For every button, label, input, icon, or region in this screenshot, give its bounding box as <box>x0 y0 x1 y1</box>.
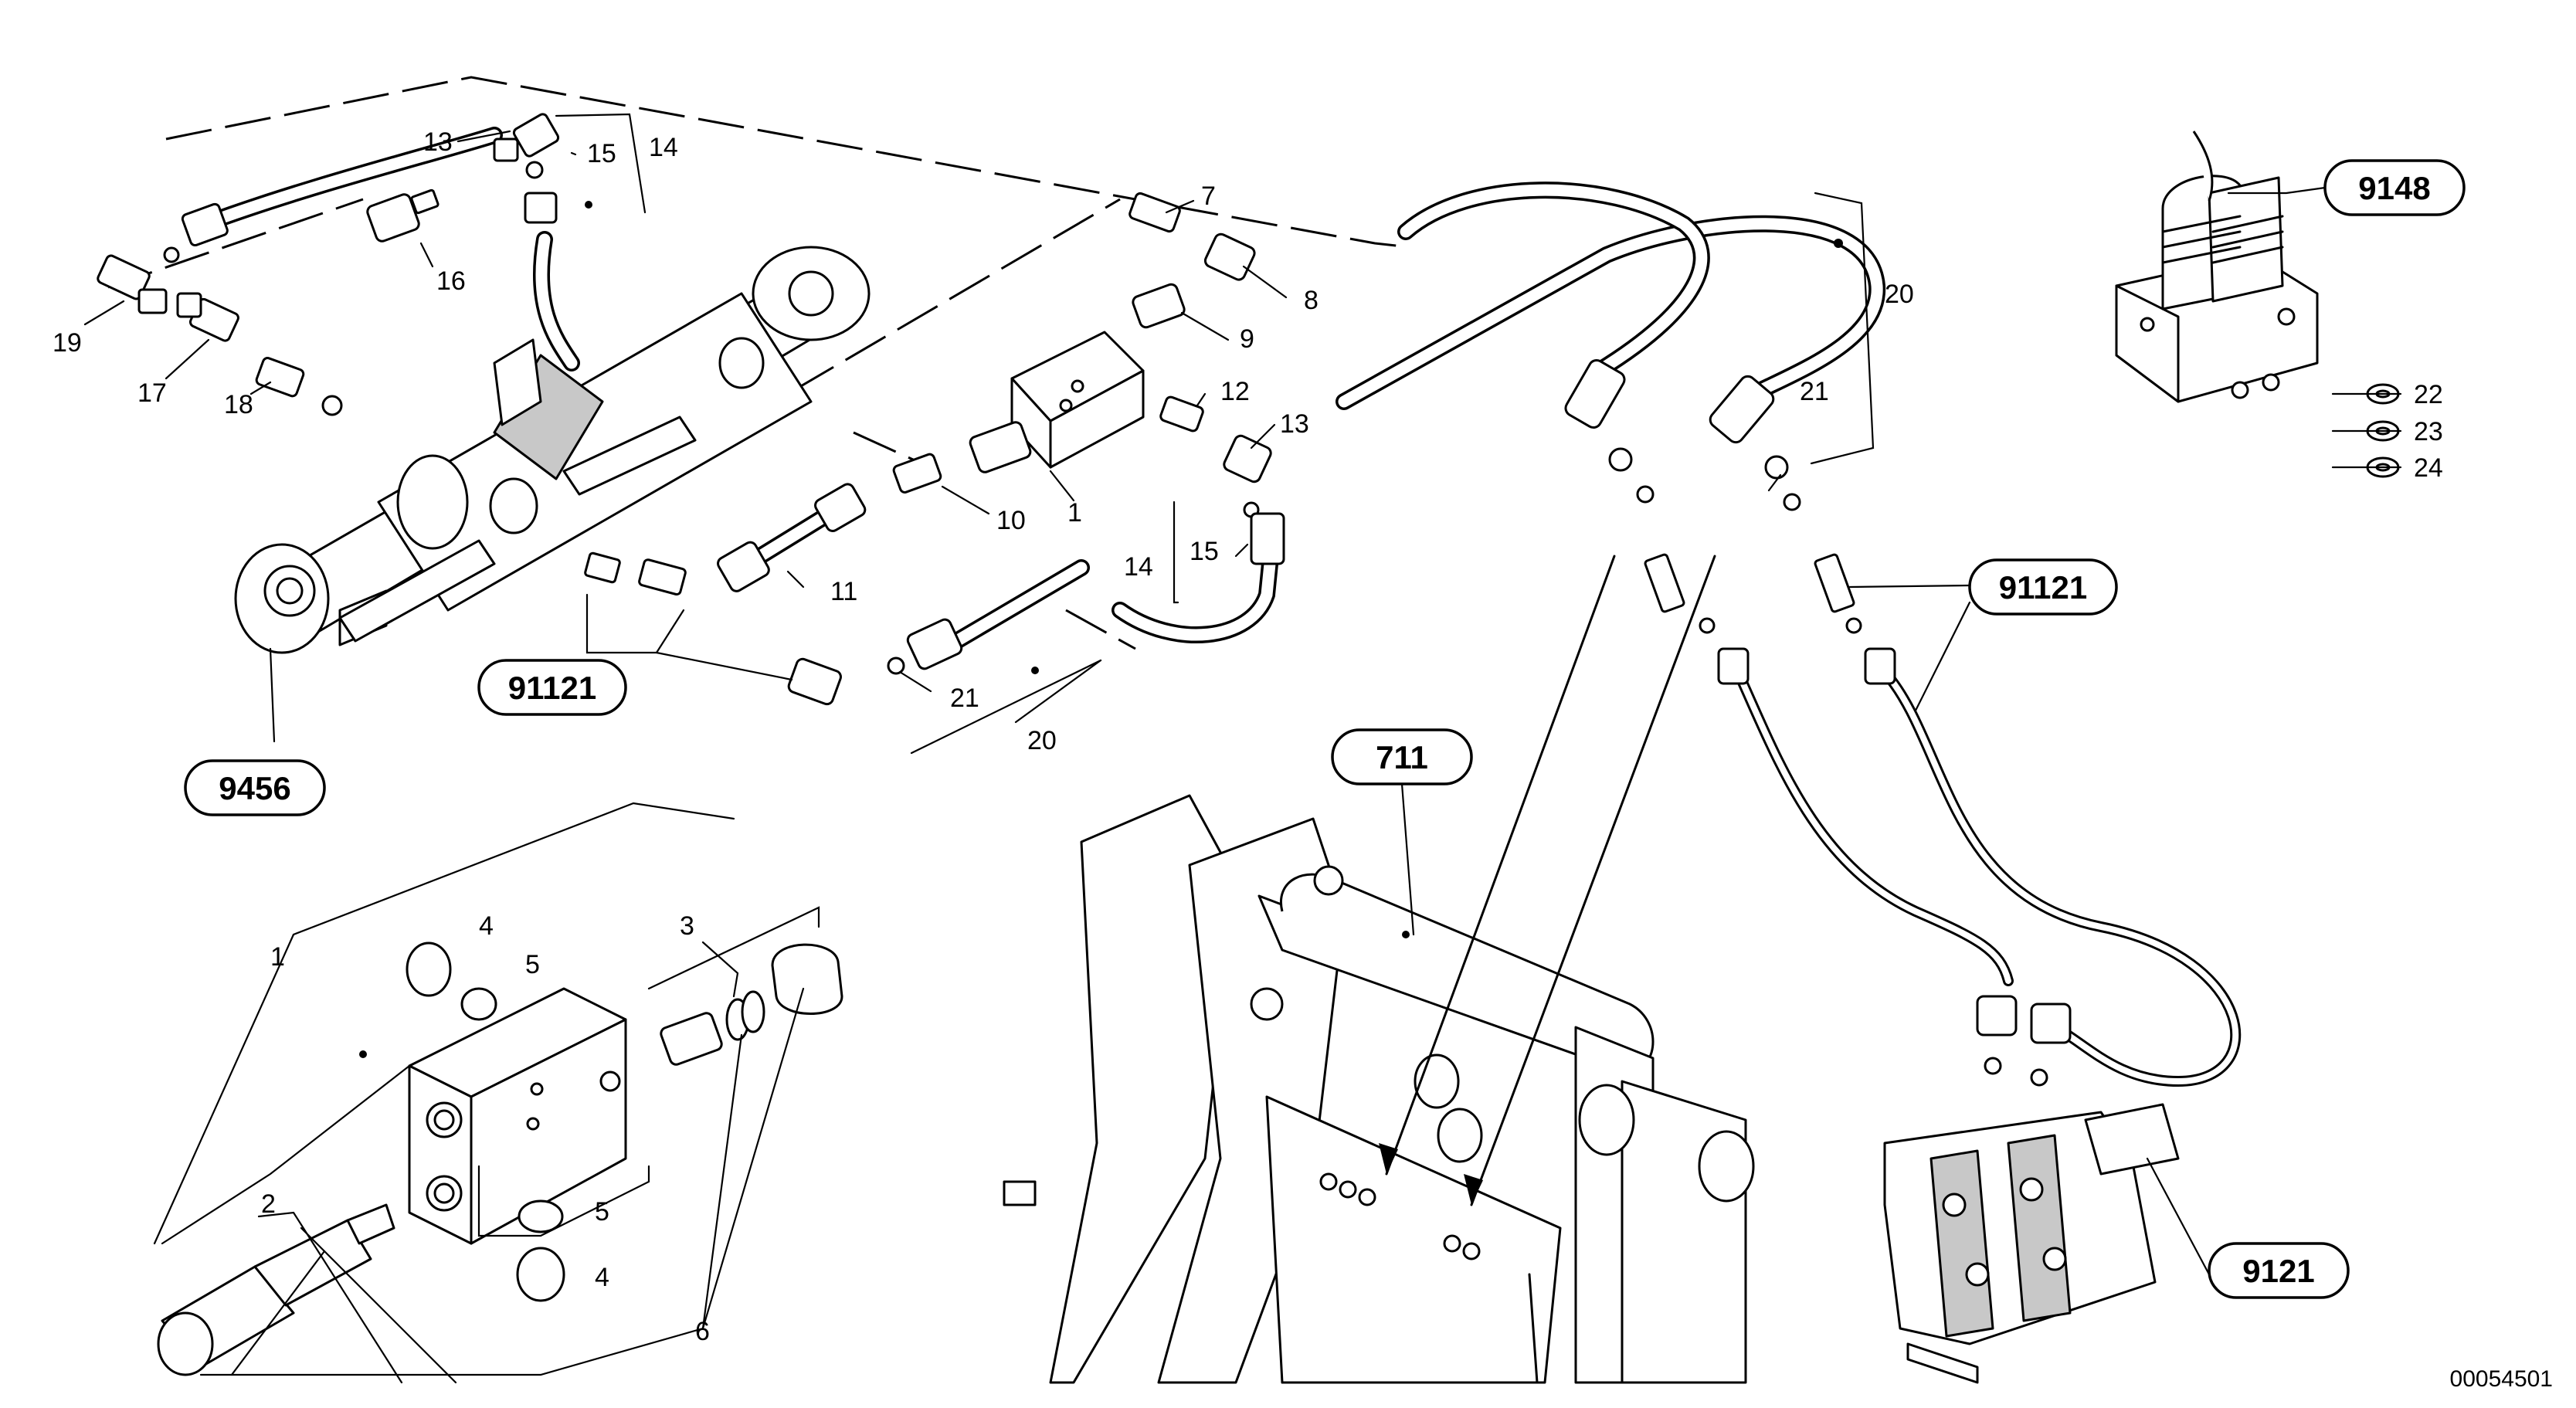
callout-1b: 1 <box>270 942 285 972</box>
fittings-cluster-left <box>97 113 842 706</box>
hose-14-right <box>1112 512 1285 644</box>
callout-6: 6 <box>695 1317 710 1346</box>
valve-block-top <box>892 192 1272 518</box>
top-left-hose <box>196 127 580 372</box>
callout-2: 2 <box>261 1189 276 1219</box>
callout-5a: 5 <box>525 950 540 979</box>
control-valve <box>1883 1103 2180 1384</box>
callout-3: 3 <box>680 911 694 941</box>
part-callouts: 13 15 14 16 19 17 18 7 8 9 12 13 10 1 11… <box>53 127 2443 1346</box>
callout-15b: 15 <box>1190 537 1219 566</box>
callout-4b: 4 <box>595 1263 609 1292</box>
reference-pill-9148: 9148 <box>2323 159 2466 216</box>
callout-14b: 14 <box>1124 552 1153 582</box>
callout-8: 8 <box>1304 286 1319 315</box>
callout-17: 17 <box>137 378 167 408</box>
arrows-to-frame <box>1379 555 1716 1384</box>
hydraulic-cylinder <box>234 246 871 654</box>
callout-12: 12 <box>1220 377 1250 406</box>
reference-pill-91121-right: 91121 <box>1968 558 2118 616</box>
callout-16: 16 <box>436 266 466 296</box>
callout-11: 11 <box>830 577 857 606</box>
reference-dots <box>359 201 1843 1058</box>
svg-text:91121: 91121 <box>1999 569 2087 606</box>
svg-text:9148: 9148 <box>2358 170 2430 206</box>
callout-23: 23 <box>2414 417 2443 446</box>
valve-block-bottom <box>157 941 843 1376</box>
callout-21a: 21 <box>950 684 979 713</box>
hose-20-lower <box>887 559 1090 675</box>
callout-14a: 14 <box>649 133 678 162</box>
callout-19: 19 <box>53 328 82 358</box>
callout-24: 24 <box>2414 453 2443 483</box>
curved-hose-pair <box>1336 182 1886 634</box>
callout-20a: 20 <box>1027 726 1057 755</box>
callout-21b: 21 <box>1800 377 1829 406</box>
callout-4a: 4 <box>479 911 494 941</box>
callout-22: 22 <box>2414 380 2443 409</box>
callout-13b: 13 <box>1280 409 1309 439</box>
document-number: 00054501 <box>2450 1366 2553 1392</box>
callout-9: 9 <box>1240 324 1254 354</box>
svg-text:711: 711 <box>1376 739 1428 775</box>
loader-frame <box>1003 794 1755 1384</box>
reference-pill-711: 711 <box>1331 728 1473 785</box>
pipe-11 <box>717 483 867 592</box>
svg-text:91121: 91121 <box>508 670 596 706</box>
callout-13a: 13 <box>423 127 453 157</box>
reference-pill-9121: 9121 <box>2208 1242 2350 1299</box>
svg-text:9456: 9456 <box>219 770 290 806</box>
joystick-control <box>2115 131 2319 403</box>
reference-pill-91121-left: 91121 <box>477 659 627 716</box>
reference-pill-9456: 9456 <box>184 759 326 816</box>
svg-text:9121: 9121 <box>2242 1253 2314 1289</box>
callout-10: 10 <box>996 506 1026 535</box>
callout-20b: 20 <box>1885 280 1914 309</box>
callout-15a: 15 <box>587 139 616 168</box>
callout-7: 7 <box>1201 182 1216 211</box>
hoses-to-control-valve <box>1717 647 2242 1087</box>
leader-lines <box>83 113 2402 1384</box>
callout-5b: 5 <box>595 1197 609 1226</box>
callout-18: 18 <box>224 390 253 419</box>
callout-1a: 1 <box>1067 498 1082 528</box>
